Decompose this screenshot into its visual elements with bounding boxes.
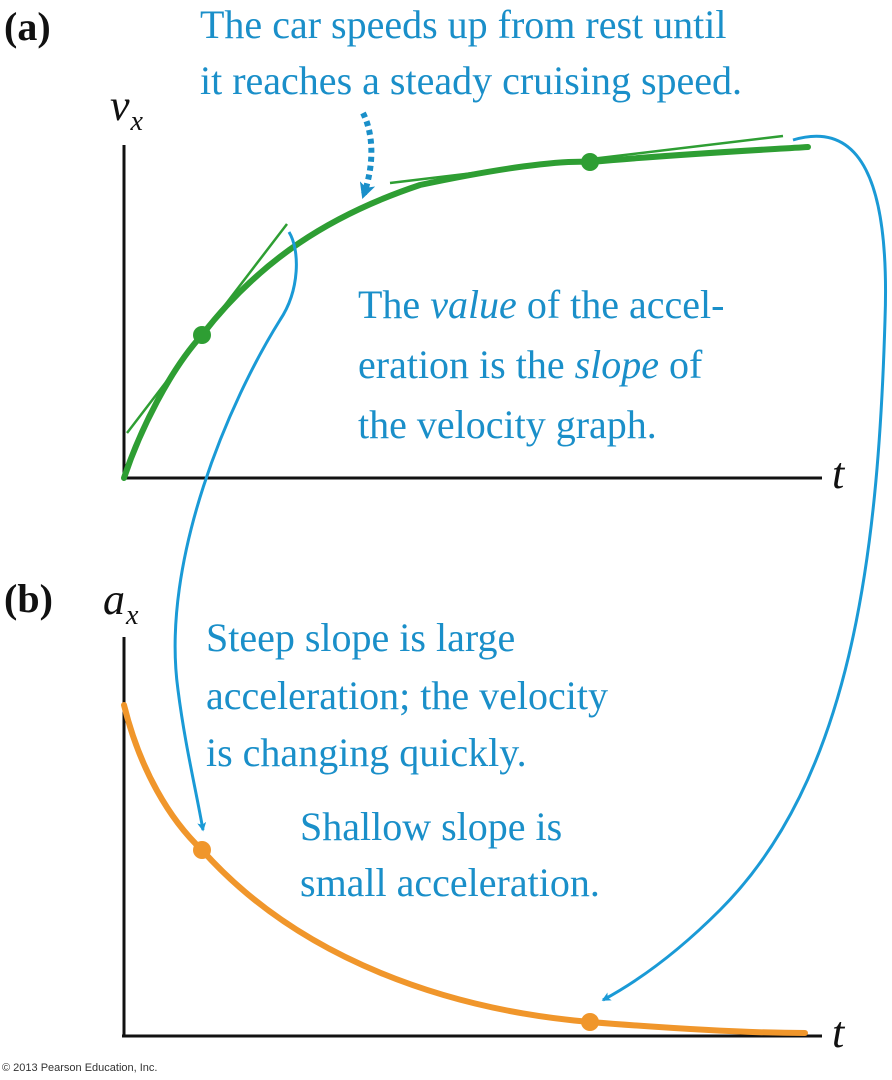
velocity-time-axis-label: t — [832, 449, 846, 498]
car-dotted-arrow — [359, 111, 376, 200]
car-annotation-line: The car speeds up from rest until — [200, 2, 727, 47]
slope-text: the velocity graph. — [358, 402, 657, 447]
slope-text: of — [659, 342, 703, 387]
steep-connector-arrow — [173, 231, 298, 832]
slope-annotation-line: the velocity graph. — [358, 402, 657, 447]
shallow-velocity-point — [581, 153, 599, 171]
panel-a-label: (a) — [4, 4, 51, 49]
copyright-notice: © 2013 Pearson Education, Inc. — [2, 1062, 157, 1074]
velocity-axis-subscript: x — [130, 106, 144, 137]
steep-velocity-point — [193, 326, 211, 344]
velocity-axis-label: vx — [110, 81, 144, 137]
slope-text: The — [358, 282, 430, 327]
shallow-slope-annotation: Shallow slope is small acceleration. — [300, 804, 600, 905]
shallow-annotation-line: Shallow slope is — [300, 804, 562, 849]
shallow-annotation-line: small acceleration. — [300, 860, 600, 905]
slope-annotation-line: The value of the accel- — [358, 282, 724, 327]
slope-emphasis: value — [430, 282, 517, 327]
steep-annotation-line: is changing quickly. — [206, 730, 527, 775]
slope-annotation: The value of the accel- eration is the s… — [358, 282, 734, 447]
slope-text: of the accel- — [517, 282, 725, 327]
car-annotation: The car speeds up from rest until it rea… — [200, 2, 742, 103]
shallow-acceleration-point — [581, 1013, 599, 1031]
car-annotation-line: it reaches a steady cruising speed. — [200, 58, 742, 103]
panel-b-label: (b) — [4, 576, 53, 621]
slope-annotation-line: eration is the slope of — [358, 342, 703, 387]
acceleration-time-axis-label: t — [832, 1008, 846, 1057]
steep-slope-annotation: Steep slope is large acceleration; the v… — [206, 615, 618, 775]
steep-acceleration-point — [193, 841, 211, 859]
velocity-axes — [122, 145, 822, 480]
steep-annotation-line: acceleration; the velocity — [206, 673, 608, 718]
velocity-axis-symbol: v — [110, 81, 130, 130]
slope-emphasis: slope — [575, 342, 659, 387]
acceleration-axis-subscript: x — [125, 600, 139, 631]
acceleration-axis-symbol: a — [103, 575, 125, 624]
steep-annotation-line: Steep slope is large — [206, 615, 515, 660]
slope-text: eration is the — [358, 342, 575, 387]
acceleration-axis-label: ax — [103, 575, 139, 631]
shallow-connector-arrow — [601, 134, 888, 1002]
acceleration-curve — [121, 702, 808, 1036]
